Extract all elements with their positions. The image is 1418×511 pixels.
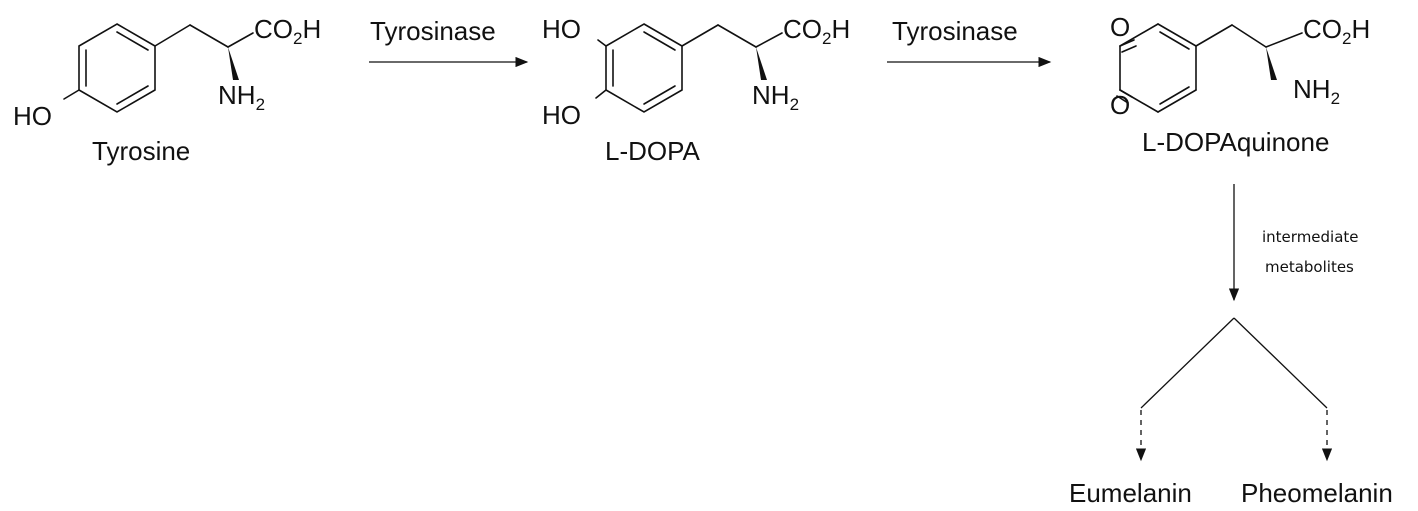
tyrosine-carboxyl-label: CO2H bbox=[254, 14, 321, 48]
reaction-arrow-2: Tyrosinase bbox=[887, 16, 1052, 68]
ldopaquinone-name: L-DOPAquinone bbox=[1142, 127, 1329, 157]
stereo-wedge bbox=[1266, 47, 1277, 80]
ldopaquinone-oxo-top-label: O bbox=[1110, 12, 1130, 42]
arrow-1-enzyme-label: Tyrosinase bbox=[370, 16, 496, 46]
pheomelanin-label: Pheomelanin bbox=[1241, 478, 1393, 508]
arrow-3-label-line1: intermediate bbox=[1262, 228, 1359, 246]
reaction-arrow-3: intermediate metabolites bbox=[1228, 184, 1359, 302]
stereo-wedge bbox=[756, 47, 767, 80]
ldopa-hydroxyl-bottom-label: HO bbox=[542, 100, 581, 130]
ldopa-structure: CO2H NH2 HO HO L-DOPA bbox=[542, 14, 850, 166]
stereo-wedge bbox=[228, 47, 239, 80]
ldopa-ring bbox=[605, 23, 683, 113]
tyrosine-hydroxyl-label: HO bbox=[13, 101, 52, 131]
ldopaquinone-ring bbox=[1119, 23, 1197, 113]
branch-lines bbox=[1135, 317, 1333, 462]
arrow-2-enzyme-label: Tyrosinase bbox=[892, 16, 1018, 46]
eumelanin-label: Eumelanin bbox=[1069, 478, 1192, 508]
ldopaquinone-side-chain bbox=[1195, 24, 1303, 80]
ldopa-carboxyl-label: CO2H bbox=[783, 14, 850, 48]
ldopa-hydroxyl-top-label: HO bbox=[542, 14, 581, 44]
reaction-arrow-1: Tyrosinase bbox=[369, 16, 529, 68]
ldopaquinone-oxo-bottom-label: O bbox=[1110, 90, 1130, 120]
ldopaquinone-amine-label: NH2 bbox=[1293, 74, 1340, 108]
ldopa-amine-label: NH2 bbox=[752, 80, 799, 114]
tyrosine-side-chain bbox=[63, 24, 254, 100]
ldopaquinone-carbonyls bbox=[1116, 39, 1137, 104]
tyrosine-amine-label: NH2 bbox=[218, 80, 265, 114]
tyrosine-name: Tyrosine bbox=[92, 136, 190, 166]
arrow-3-label-line2: metabolites bbox=[1265, 258, 1354, 276]
tyrosine-structure: CO2H NH2 HO Tyrosine bbox=[13, 14, 321, 166]
tyrosine-ring bbox=[78, 23, 156, 113]
ldopaquinone-structure: CO2H NH2 O O L-DOPAquinone bbox=[1110, 12, 1370, 157]
ldopa-side-chain bbox=[595, 24, 783, 99]
ldopaquinone-carboxyl-label: CO2H bbox=[1303, 14, 1370, 48]
ldopa-name: L-DOPA bbox=[605, 136, 701, 166]
